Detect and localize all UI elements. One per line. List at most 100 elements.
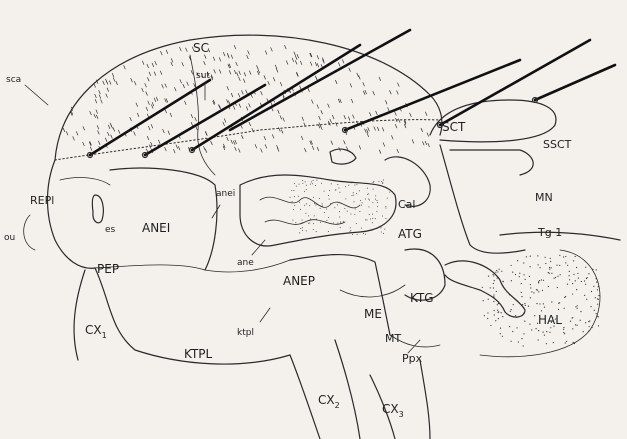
hair-mark (315, 62, 317, 65)
stipple-dot (322, 205, 323, 206)
stipple-dot (383, 180, 384, 181)
stipple-dot (350, 214, 351, 215)
stipple-dot (515, 274, 516, 275)
stipple-dot (583, 331, 584, 332)
hair-mark (239, 71, 241, 75)
hair-mark (265, 145, 267, 149)
hair-mark (101, 100, 103, 104)
stipple-dot (349, 231, 350, 232)
stipple-dot (292, 201, 293, 202)
stipple-dot (524, 303, 525, 304)
stipple-dot (580, 311, 581, 312)
stipple-dot (577, 273, 578, 274)
stipple-dot (367, 188, 368, 189)
stipple-dot (572, 317, 573, 318)
hair-mark (146, 149, 148, 153)
stipple-dot (315, 185, 316, 186)
cx2-subscript: 2 (335, 401, 340, 410)
hair-mark (423, 142, 425, 146)
hair-mark (398, 119, 400, 123)
hair-mark (109, 81, 111, 85)
stipple-dot (385, 218, 386, 219)
hair-mark (223, 52, 225, 56)
hair-mark (239, 104, 241, 108)
hair-mark (151, 105, 153, 109)
cx1-subscript: 1 (102, 331, 107, 340)
stipple-dot (343, 221, 344, 222)
stipple-dot (510, 311, 511, 312)
stipple-dot (546, 331, 547, 332)
hair-mark (166, 50, 168, 54)
hair-mark (166, 99, 168, 103)
stipple-dot (538, 282, 539, 283)
label-pep: PEP (97, 262, 119, 276)
hair-mark (363, 91, 365, 95)
stipple-dot (493, 310, 494, 311)
stipple-dot (539, 280, 540, 281)
bristle (90, 80, 210, 155)
label-ktg: KTG (410, 291, 434, 305)
hair-mark (134, 81, 136, 85)
hair-mark (246, 107, 248, 111)
stipple-dot (365, 234, 366, 235)
stipple-dot (538, 281, 539, 282)
hair-mark (332, 115, 334, 119)
stipple-dot (490, 287, 491, 288)
hair-mark (158, 140, 160, 144)
stipple-dot (529, 276, 530, 277)
stipple-dot (564, 297, 565, 298)
hair-mark (350, 84, 352, 88)
stipple-dot (328, 217, 329, 218)
stipple-dot (308, 215, 309, 216)
hair-mark (174, 149, 176, 153)
stipple-dot (354, 184, 355, 185)
label-sct: SCT (442, 120, 466, 134)
stipple-dot (597, 315, 598, 316)
stipple-dot (535, 328, 536, 329)
stipple-dot (367, 194, 368, 195)
stipple-dot (588, 321, 589, 322)
stipple-dot (553, 342, 554, 343)
stipple-dot (335, 190, 336, 191)
stipple-dot (331, 183, 332, 184)
stipple-dot (521, 296, 522, 297)
stipple-dot (517, 260, 518, 261)
hair-mark (137, 113, 139, 117)
stipple-dot (359, 190, 360, 191)
stipple-dot (594, 310, 595, 311)
stipple-dot (338, 187, 339, 188)
cx3-text: CX (382, 402, 399, 416)
hair-mark (96, 115, 98, 119)
hair-mark (283, 118, 285, 122)
stipple-dot (313, 229, 314, 230)
stipple-dot (558, 309, 559, 310)
stipple-dot (296, 186, 297, 187)
hair-mark (249, 104, 251, 108)
hair-mark (321, 110, 323, 114)
stipple-dot (294, 196, 295, 197)
hair-mark (213, 57, 215, 61)
stipple-dot (523, 333, 524, 334)
stipple-dot (309, 205, 310, 206)
stipple-dot (537, 255, 538, 256)
stipple-dot (314, 203, 315, 204)
stipple-dot (512, 331, 513, 332)
hair-mark (134, 132, 136, 136)
stipple-dot (551, 273, 552, 274)
stipple-dot (322, 203, 323, 204)
stipple-dot (585, 267, 586, 268)
leader-anei (212, 205, 220, 218)
hair-mark (113, 128, 115, 132)
hair-mark (292, 58, 294, 62)
hair-mark (357, 73, 359, 77)
label-anei-small: anei (216, 189, 235, 199)
pleural-outline (48, 160, 96, 268)
stipple-dot (531, 329, 532, 330)
hair-mark (317, 105, 319, 109)
stipple-dot (542, 332, 543, 333)
stipple-dot (340, 223, 341, 224)
stipple-dot (572, 283, 573, 284)
hair-mark (151, 124, 153, 128)
stipple-dot (372, 202, 373, 203)
